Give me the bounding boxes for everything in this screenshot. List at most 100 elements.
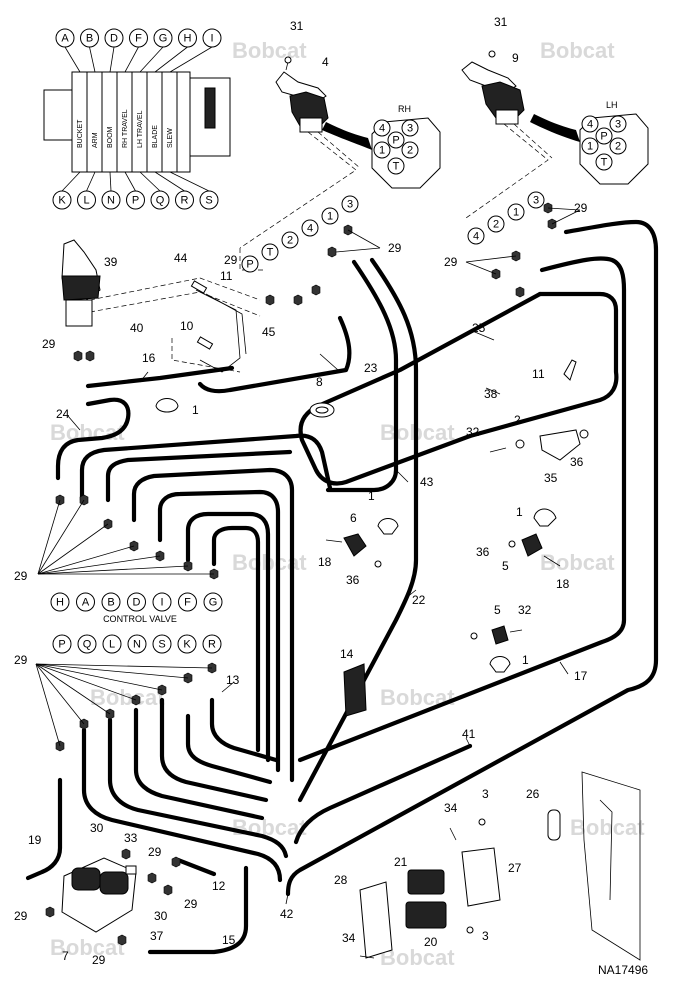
control-valve-port-label: D bbox=[133, 597, 141, 609]
valve-port-label: L bbox=[83, 195, 89, 207]
pattern-port-ring bbox=[387, 157, 405, 175]
callout: 34 bbox=[342, 931, 356, 945]
control-valve-port-label: H bbox=[56, 597, 64, 609]
fitting-nut-icon bbox=[515, 286, 525, 298]
fitting-nut-icon bbox=[85, 350, 95, 362]
joystick-port-ring bbox=[281, 231, 299, 249]
hose-41 bbox=[293, 743, 473, 845]
leader bbox=[485, 387, 501, 395]
watermark: Bobcat bbox=[380, 945, 455, 970]
control-valve-caption: CONTROL VALVE bbox=[103, 614, 177, 624]
valve-port: A bbox=[55, 28, 75, 48]
guide-line bbox=[89, 277, 261, 301]
joystick-port-label: 4 bbox=[473, 231, 479, 243]
hose-24 bbox=[55, 397, 131, 481]
hose-23 bbox=[197, 315, 352, 394]
valve-port: L bbox=[77, 190, 96, 210]
leader bbox=[319, 353, 339, 371]
control-valve-port: R bbox=[202, 634, 222, 654]
control-valve-port-ring bbox=[50, 592, 70, 612]
callout: 27 bbox=[508, 861, 522, 875]
leader bbox=[37, 565, 189, 575]
bracket-icon bbox=[539, 429, 581, 461]
pattern-port: 3 bbox=[401, 119, 419, 137]
control-valve-port-label: A bbox=[82, 597, 90, 609]
leader bbox=[35, 663, 111, 715]
joystick-port-ring bbox=[507, 203, 525, 221]
callout: 28 bbox=[334, 873, 348, 887]
control-valve-port-label: L bbox=[109, 639, 115, 651]
control-valve-port: P bbox=[52, 634, 72, 654]
callout: 40 bbox=[130, 321, 144, 335]
control-valve-port-ring bbox=[52, 634, 72, 654]
port-leader bbox=[89, 46, 96, 73]
callout: 29 bbox=[444, 255, 458, 269]
leader bbox=[35, 663, 85, 725]
joystick-base bbox=[495, 109, 519, 125]
leader bbox=[465, 261, 497, 275]
control-valve-port: N bbox=[127, 634, 147, 654]
callout: 29 bbox=[574, 201, 588, 215]
control-valve-port-ring bbox=[102, 634, 122, 654]
watermark: Bobcat bbox=[570, 815, 645, 840]
pattern-port: P bbox=[387, 131, 405, 149]
callouts: 31 4 31 9 29 29 29 39 44 11 40 10 45 29 … bbox=[14, 15, 588, 967]
callout: 1 bbox=[522, 653, 529, 667]
fitting-nut-icon bbox=[73, 350, 83, 362]
tube-assembly bbox=[195, 289, 241, 373]
joystick-port: 2 bbox=[487, 215, 505, 233]
bolt-icon bbox=[325, 539, 343, 543]
pattern-port-ring bbox=[373, 119, 391, 137]
nut-icon bbox=[579, 429, 589, 439]
control-valve-port-label: P bbox=[58, 639, 65, 651]
pattern-port: T bbox=[387, 157, 405, 175]
hose-25 bbox=[298, 291, 543, 486]
port-leader bbox=[124, 171, 136, 192]
joystick-port-label: 2 bbox=[287, 235, 293, 247]
port-leader bbox=[109, 46, 115, 73]
pattern-port-label: 1 bbox=[587, 141, 593, 153]
valve-section bbox=[146, 71, 163, 173]
joystick-port-ring bbox=[261, 243, 279, 261]
fitting-nut-icon bbox=[293, 294, 303, 306]
watermark: Bobcat bbox=[232, 815, 307, 840]
pattern-port-label: 1 bbox=[379, 145, 385, 157]
control-valve-port-ring bbox=[177, 634, 197, 654]
mounting-bracket bbox=[461, 847, 501, 907]
washer-icon bbox=[515, 439, 525, 449]
cover-plate bbox=[359, 881, 393, 959]
clamp-icon bbox=[547, 809, 561, 841]
hose-bundle bbox=[157, 489, 281, 773]
grommet-hole bbox=[315, 406, 329, 414]
fitting-nut-icon bbox=[171, 856, 181, 868]
callout: 7 bbox=[62, 949, 69, 963]
callout: 26 bbox=[526, 787, 540, 801]
control-valve-port-ring bbox=[77, 634, 97, 654]
valve-port: S bbox=[199, 190, 219, 210]
leader bbox=[35, 663, 189, 679]
callout: 11 bbox=[220, 269, 233, 283]
hose-bundle bbox=[131, 467, 295, 783]
leader bbox=[335, 247, 381, 253]
leader bbox=[35, 663, 61, 747]
control-valve-port-label: F bbox=[184, 597, 191, 609]
valve-port-label: Q bbox=[156, 195, 165, 207]
valve-port: N bbox=[101, 190, 121, 210]
callout: 21 bbox=[394, 855, 408, 869]
hoses bbox=[25, 219, 659, 955]
callout: 6 bbox=[350, 511, 357, 525]
port-leader bbox=[124, 46, 139, 73]
callout: 30 bbox=[154, 909, 168, 923]
control-valve-port: D bbox=[127, 592, 146, 612]
callout: 10 bbox=[180, 319, 194, 333]
joystick-port-ring bbox=[321, 207, 339, 225]
pattern-port: 2 bbox=[401, 141, 419, 159]
pattern-port: 1 bbox=[373, 141, 391, 159]
callout: 15 bbox=[222, 933, 236, 947]
callout: 29 bbox=[224, 253, 238, 267]
control-valve-port-label: I bbox=[160, 597, 163, 609]
tube-assembly bbox=[205, 293, 247, 355]
